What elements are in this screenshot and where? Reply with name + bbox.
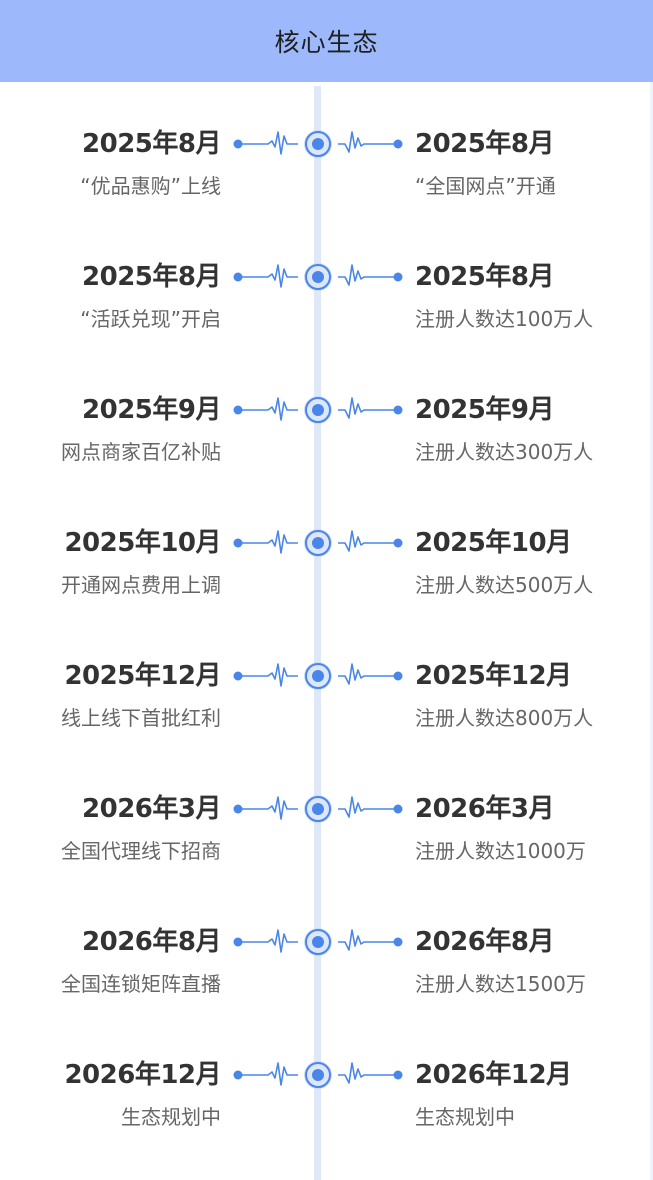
right-date: 2025年9月 [415, 395, 554, 425]
left-date: 2026年8月 [82, 927, 221, 957]
left-date: 2025年8月 [82, 262, 221, 292]
pulse-connector-icon [233, 928, 403, 956]
right-date: 2025年12月 [415, 661, 572, 691]
right-date: 2026年3月 [415, 794, 554, 824]
right-edge-divider [650, 82, 653, 1180]
right-date: 2025年8月 [415, 262, 554, 292]
right-date: 2026年12月 [415, 1060, 572, 1090]
pulse-connector-icon [233, 396, 403, 424]
right-description: 注册人数达100万人 [415, 307, 594, 331]
header-bar: 核心生态 [0, 0, 653, 82]
right-description: 注册人数达300万人 [415, 440, 594, 464]
right-description: 注册人数达500万人 [415, 573, 594, 597]
page-title: 核心生态 [274, 28, 379, 57]
timeline-row: 2025年9月网点商家百亿补贴 2025年9月注册人数达300万人 [0, 395, 653, 505]
left-description: “活跃兑现”开启 [80, 307, 221, 331]
pulse-connector-icon [233, 795, 403, 823]
right-description: 注册人数达800万人 [415, 706, 594, 730]
left-date: 2025年8月 [82, 129, 221, 159]
timeline-row: 2025年8月 “活跃兑现”开启 2025年8月注册人数达100万人 [0, 262, 653, 372]
right-date: 2025年10月 [415, 528, 572, 558]
left-description: 开通网点费用上调 [61, 573, 221, 597]
left-description: 全国代理线下招商 [61, 839, 221, 863]
timeline-row: 2026年8月全国连锁矩阵直播 2026年8月注册人数达1500万 [0, 927, 653, 1037]
left-description: 线上线下首批红利 [61, 706, 221, 730]
left-date: 2026年12月 [64, 1060, 221, 1090]
timeline-row: 2026年12月生态规划中 2026年12月生态规划中 [0, 1060, 653, 1170]
pulse-connector-icon [233, 529, 403, 557]
pulse-connector-icon [233, 263, 403, 291]
timeline-row: 2026年3月全国代理线下招商 2026年3月注册人数达1000万 [0, 794, 653, 904]
left-description: 生态规划中 [121, 1105, 221, 1129]
left-description: 网点商家百亿补贴 [61, 440, 221, 464]
pulse-connector-icon [233, 130, 403, 158]
right-date: 2026年8月 [415, 927, 554, 957]
timeline-row: 2025年8月 “优品惠购”上线 2025年8月 “全国网点”开通 [0, 129, 653, 239]
right-description: 生态规划中 [415, 1105, 515, 1129]
left-date: 2026年3月 [82, 794, 221, 824]
left-description: 全国连锁矩阵直播 [61, 972, 221, 996]
timeline-row: 2025年10月开通网点费用上调 2025年10月注册人数达500万人 [0, 528, 653, 638]
right-date: 2025年8月 [415, 129, 554, 159]
timeline-axis [314, 86, 321, 1180]
left-date: 2025年9月 [82, 395, 221, 425]
left-description: “优品惠购”上线 [80, 174, 221, 198]
pulse-connector-icon [233, 1061, 403, 1089]
left-date: 2025年12月 [64, 661, 221, 691]
right-description: 注册人数达1500万 [415, 972, 586, 996]
pulse-connector-icon [233, 662, 403, 690]
right-description: 注册人数达1000万 [415, 839, 586, 863]
left-date: 2025年10月 [64, 528, 221, 558]
timeline-row: 2025年12月线上线下首批红利 2025年12月注册人数达800万人 [0, 661, 653, 771]
right-description: “全国网点”开通 [415, 174, 556, 198]
